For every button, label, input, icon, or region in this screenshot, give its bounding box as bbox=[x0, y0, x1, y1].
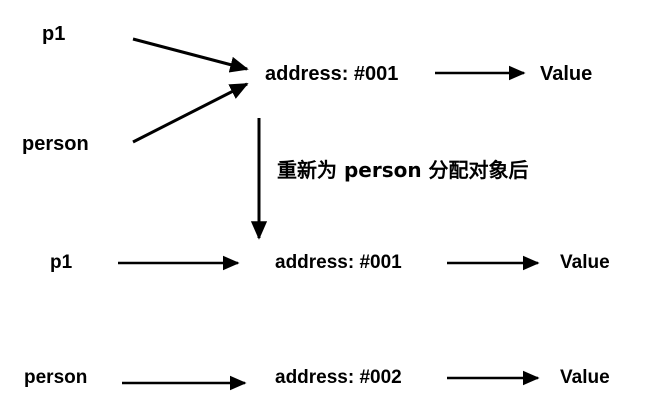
arrow-p1-to-address-top bbox=[132, 37, 249, 73]
middle-value-label: Value bbox=[560, 252, 610, 273]
middle-address-label: address: #001 bbox=[275, 252, 402, 273]
bottom-address-label: address: #002 bbox=[275, 367, 402, 388]
bottom-value-label: Value bbox=[560, 367, 610, 388]
top-source-upper-label: p1 bbox=[42, 23, 66, 45]
bottom-source-label: person bbox=[24, 367, 88, 388]
transition-caption: 重新为 person 分配对象后 bbox=[277, 158, 529, 182]
top-address-label: address: #001 bbox=[265, 63, 399, 85]
middle-source-label: p1 bbox=[50, 252, 73, 273]
arrow-person-to-address-top bbox=[132, 82, 249, 144]
top-source-lower-label: person bbox=[22, 133, 89, 155]
top-value-label: Value bbox=[540, 63, 593, 85]
